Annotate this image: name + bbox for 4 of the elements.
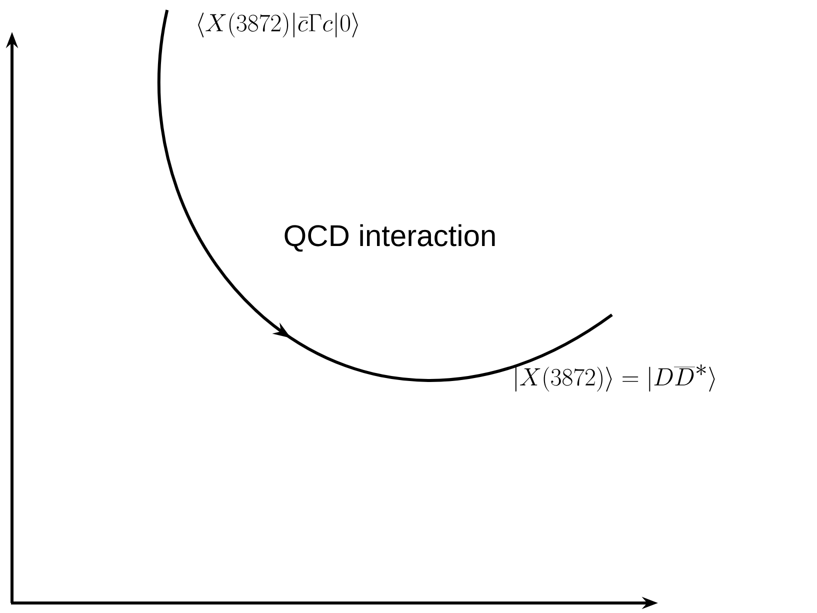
formula-label: $\langle X(3872)|\bar{c}\Gamma c|0\rangle$ — [198, 12, 358, 38]
annotation-text: QCD interaction — [284, 224, 495, 252]
curved-arrow — [158, 10, 613, 382]
formula-label: $|X(3872)\rangle = |D\overline{D}^{*}\rangle$ — [515, 364, 715, 392]
